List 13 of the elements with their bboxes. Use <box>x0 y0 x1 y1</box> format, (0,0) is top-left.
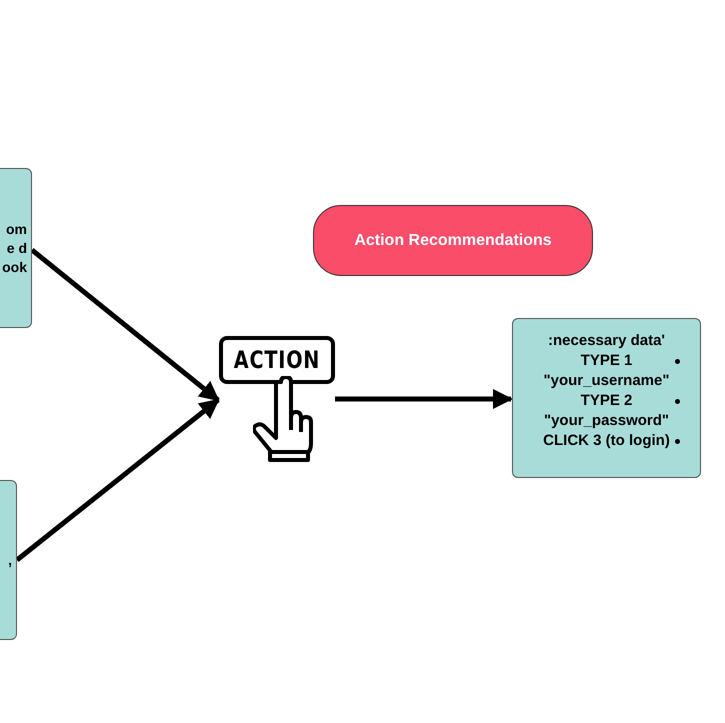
list-item-text: TYPE 1 "your_username" <box>542 351 670 391</box>
pill-label: Action Recommendations <box>354 230 552 250</box>
arrow <box>335 389 513 409</box>
list-item-text: CLICK 3 (to login) <box>542 431 671 451</box>
card-text: om e d ook <box>1 220 27 276</box>
action-label: ACTION <box>234 345 320 376</box>
card-text: , <box>7 550 12 570</box>
arrow <box>15 398 220 562</box>
card-heading: :necessary data' <box>547 331 666 351</box>
title-pill <box>313 205 593 276</box>
info-card <box>512 318 701 478</box>
arrow <box>30 248 220 402</box>
list-item-text: TYPE 2 "your_password" <box>542 391 670 431</box>
